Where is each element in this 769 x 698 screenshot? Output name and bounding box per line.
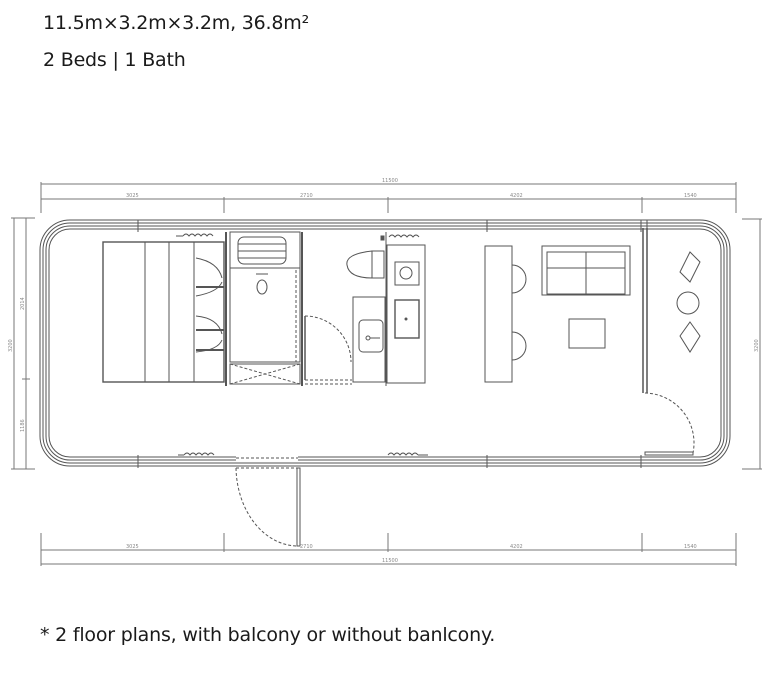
bed-icon [102, 241, 225, 383]
living-zone [484, 245, 631, 383]
bar-counter [484, 245, 513, 383]
heater-icon [387, 452, 419, 456]
shower-head-icon [256, 279, 268, 295]
right-dimension-lines: 3200 [742, 218, 762, 470]
bathroom-zone [304, 232, 426, 386]
balcony-zone [642, 228, 701, 456]
dim-left-seg-1: 2014 [20, 297, 26, 310]
bedroom-zone [102, 232, 227, 386]
entry-door-swing [235, 467, 299, 547]
toilet-icon [346, 250, 373, 279]
dim-top-overall: 11500 [382, 178, 398, 184]
entry-zone [178, 452, 428, 547]
dim-left-seg-2: 1186 [20, 419, 26, 432]
dim-top-seg-1: 3025 [126, 193, 139, 199]
bottom-dimension-lines: 3025 2710 4202 1540 11500 [40, 533, 737, 566]
floor-plan-note: * 2 floor plans, with balcony or without… [40, 624, 496, 646]
heater-icon [182, 233, 214, 237]
top-dimension-lines: 11500 3025 2710 4202 1540 [40, 178, 737, 213]
unit-dimensions: 11.5m×3.2m×3.2m, 36.8m² [43, 12, 310, 34]
dim-right-overall: 3200 [754, 339, 760, 352]
dim-bottom-seg-1: 3025 [126, 544, 139, 550]
dim-bottom-seg-4: 1540 [684, 544, 697, 550]
room-count: 2 Beds | 1 Bath [43, 49, 186, 71]
balcony-door-swing [644, 392, 695, 454]
stool-icon [511, 331, 527, 361]
bathroom-door-swing [304, 315, 352, 363]
dim-bottom-overall: 11500 [382, 558, 398, 564]
outer-shell [39, 219, 731, 468]
chair-icon [679, 321, 701, 353]
stool-icon [511, 264, 527, 294]
dim-top-seg-3: 4202 [510, 193, 523, 199]
dim-bottom-seg-3: 4202 [510, 544, 523, 550]
sink-icon [358, 319, 384, 353]
dim-left-overall: 3200 [8, 339, 14, 352]
toilet-tank [371, 250, 385, 279]
side-table-icon [676, 291, 700, 315]
shower-zone [229, 231, 303, 386]
left-dimension-lines: 3200 2014 1186 [8, 217, 35, 470]
washing-machine-icon [394, 261, 420, 286]
dim-bottom-seg-2: 2710 [300, 544, 313, 550]
coffee-table-icon [568, 318, 606, 349]
heater-icon [183, 452, 215, 456]
heater-icon [388, 234, 420, 238]
entry-door-leaf [296, 467, 301, 547]
chair-icon [679, 251, 701, 283]
dim-top-seg-2: 2710 [300, 193, 313, 199]
dim-top-seg-4: 1540 [684, 193, 697, 199]
sofa-icon [541, 245, 631, 296]
